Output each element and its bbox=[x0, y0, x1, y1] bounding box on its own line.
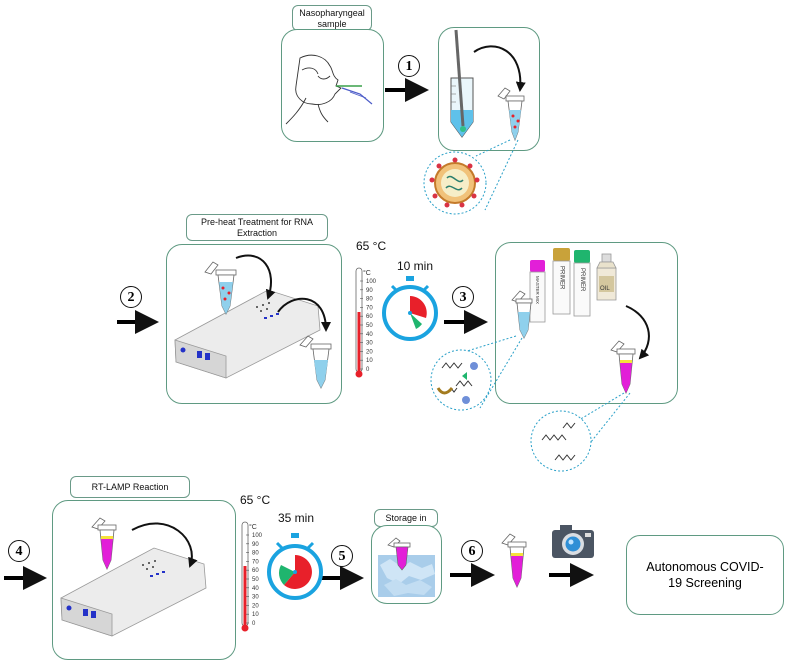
step-number-1: 1 bbox=[398, 55, 420, 77]
thermo-tick-label: 70 bbox=[252, 559, 259, 565]
thermo-tick-label: 40 bbox=[252, 586, 259, 592]
primer-bottle-1: PRIMER bbox=[552, 248, 571, 315]
thermo-tick-label: 100 bbox=[252, 533, 263, 539]
reagent-tube-pink bbox=[610, 340, 636, 394]
oil-bottle: OIL bbox=[596, 253, 617, 301]
virus-zoom bbox=[423, 139, 519, 215]
thermo-tick-label: 10 bbox=[366, 358, 373, 364]
step-number-4: 4 bbox=[8, 540, 30, 562]
lamp-product-zoom bbox=[530, 392, 631, 472]
ice-bath bbox=[378, 537, 435, 597]
reagent-tube-blue bbox=[511, 290, 533, 339]
thermo-tick-label: 70 bbox=[366, 305, 373, 311]
step-arrows bbox=[4, 78, 594, 590]
time-label-2: 35 min bbox=[278, 511, 315, 525]
thermo-tick-label: 10 bbox=[252, 612, 259, 618]
step-number-2: 2 bbox=[120, 286, 142, 308]
thermo-tick-label: 20 bbox=[252, 603, 259, 609]
thermo-tick-label: 60 bbox=[366, 314, 373, 320]
thermo-tick-label: 20 bbox=[366, 349, 373, 355]
thermo-tick-label: 90 bbox=[366, 288, 373, 294]
thermo-tick-label: 90 bbox=[252, 542, 259, 548]
thermo-tick-label: 100 bbox=[366, 279, 377, 285]
thermo-tick-label: 30 bbox=[252, 595, 259, 601]
final-screening-box: Autonomous COVID-19 Screening bbox=[626, 535, 784, 615]
step-number-6: 6 bbox=[461, 540, 483, 562]
thermo-tick-label: 40 bbox=[366, 332, 373, 338]
primer-bottle-2: PRIMER bbox=[573, 250, 591, 317]
thermo-tick-label: 80 bbox=[252, 551, 259, 557]
thermo-unit-2: °C bbox=[249, 523, 257, 531]
timer-2 bbox=[267, 533, 323, 600]
thermo-tick-label: 30 bbox=[366, 341, 373, 347]
master-mix-bottle: MASTER MIX bbox=[529, 260, 546, 323]
thermo-tick-label: 0 bbox=[366, 367, 370, 373]
primer-label-2: PRIMER bbox=[579, 268, 585, 292]
thermo-tick-label: 80 bbox=[366, 297, 373, 303]
heater-device-2 bbox=[60, 547, 207, 637]
preheat-tube-bottom bbox=[299, 335, 332, 389]
transfer-arrow-1 bbox=[473, 45, 526, 92]
panel-sample-collection bbox=[281, 29, 384, 142]
primer-label-1: PRIMER bbox=[559, 266, 565, 290]
thermo-tick-label: 50 bbox=[252, 577, 259, 583]
oil-label: OIL bbox=[600, 286, 610, 292]
thermo-tick-label: 0 bbox=[252, 621, 256, 627]
transfer-arrow-3 bbox=[625, 305, 650, 360]
transfer-arrow-4 bbox=[131, 522, 198, 568]
label-rtlamp: RT-LAMP Reaction bbox=[70, 476, 190, 498]
label-preheat: Pre-heat Treatment for RNA Extraction bbox=[186, 214, 328, 241]
timer-1 bbox=[382, 276, 438, 341]
rna-zoom bbox=[430, 335, 523, 411]
final-tube bbox=[501, 533, 527, 588]
thermo-tick-label: 50 bbox=[366, 323, 373, 329]
collection-tube bbox=[450, 29, 474, 138]
temperature-label-1: 65 °C bbox=[356, 239, 387, 253]
thermo-tick-label: 60 bbox=[252, 568, 259, 574]
heater-device-1 bbox=[174, 289, 321, 379]
sample-eppendorf-tube bbox=[497, 87, 525, 142]
thermo-unit-1: °C bbox=[363, 269, 371, 277]
time-label-1: 10 min bbox=[397, 259, 434, 273]
transfer-arrow-2b bbox=[277, 297, 331, 332]
final-screening-label: Autonomous COVID-19 Screening bbox=[646, 560, 764, 590]
rtlamp-tube bbox=[91, 517, 117, 570]
master-mix-label: MASTER MIX bbox=[535, 276, 540, 304]
preheat-tube-top bbox=[204, 261, 237, 315]
face-swab-sketch bbox=[285, 54, 373, 125]
transfer-arrow-2a bbox=[235, 254, 276, 300]
step-number-3: 3 bbox=[452, 286, 474, 308]
camera-icon bbox=[552, 525, 594, 558]
temperature-label-2: 65 °C bbox=[240, 493, 271, 507]
